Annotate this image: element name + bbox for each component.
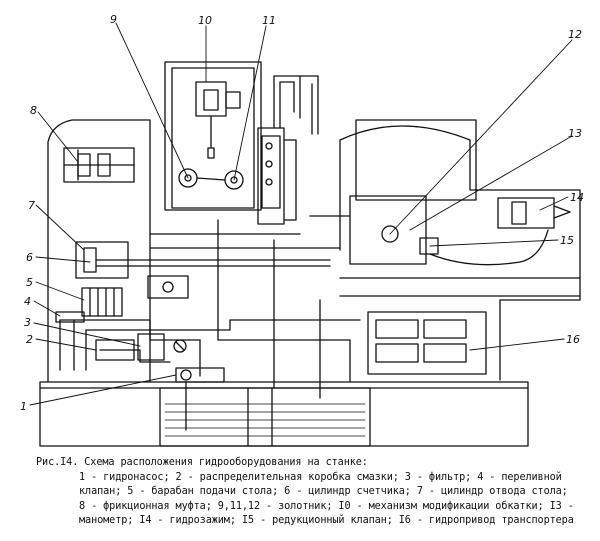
lube-box-and-filter xyxy=(95,333,187,361)
callout-11: 11 xyxy=(262,14,276,27)
caption-title: Рис.I4. Схема расположения гидрооборудов… xyxy=(36,457,368,468)
callout-16: 16 xyxy=(566,333,580,346)
machine-column xyxy=(47,119,341,383)
callout-leaders xyxy=(29,22,573,406)
caption-line: 8 - фрикционная муфта; 9,11,12 - золотни… xyxy=(79,500,574,512)
transporter-drive xyxy=(367,311,487,375)
callout-4: 4 xyxy=(24,295,31,308)
callout-8: 8 xyxy=(30,104,37,117)
callout-13: 13 xyxy=(568,127,582,140)
work-table xyxy=(309,119,581,381)
upper-housing xyxy=(164,61,319,225)
figure-caption: Рис.I4. Схема расположения гидрооборудов… xyxy=(36,456,596,529)
overflow-valve xyxy=(55,311,85,323)
modification-mechanism xyxy=(195,81,241,159)
caption-line: 1 - гидронасос; 2 - распределительная ко… xyxy=(79,471,562,483)
callout-6: 6 xyxy=(26,251,33,264)
callout-3: 3 xyxy=(24,316,31,329)
callout-10: 10 xyxy=(198,14,212,27)
callout-2: 2 xyxy=(26,333,33,346)
hydro-pump xyxy=(175,367,225,431)
feed-drum xyxy=(81,287,123,317)
friction-clutch xyxy=(63,147,135,183)
callout-12: 12 xyxy=(568,28,582,41)
callout-5: 5 xyxy=(26,276,33,289)
caption-line: клапан; 5 - барабан подачи стола; 6 - ци… xyxy=(79,486,568,497)
callout-14: 14 xyxy=(570,191,584,204)
callout-labels: 1 2 3 4 5 6 7 8 9 10 11 12 13 14 15 16 xyxy=(20,13,584,413)
caption-line: манометр; I4 - гидрозажим; I5 - редукцио… xyxy=(79,515,574,526)
piping xyxy=(59,219,361,399)
callout-9: 9 xyxy=(110,13,117,26)
hydraulic-scheme-diagram: 1 2 3 4 5 6 7 8 9 10 11 12 13 14 15 16 xyxy=(20,13,584,447)
spool-valves xyxy=(178,168,244,190)
callout-15: 15 xyxy=(560,234,574,247)
callout-7: 7 xyxy=(28,199,35,212)
hydraulic-clamp xyxy=(429,197,571,266)
oil-tank xyxy=(159,387,371,447)
table-cylinders xyxy=(75,241,331,299)
callout-1: 1 xyxy=(20,400,27,413)
